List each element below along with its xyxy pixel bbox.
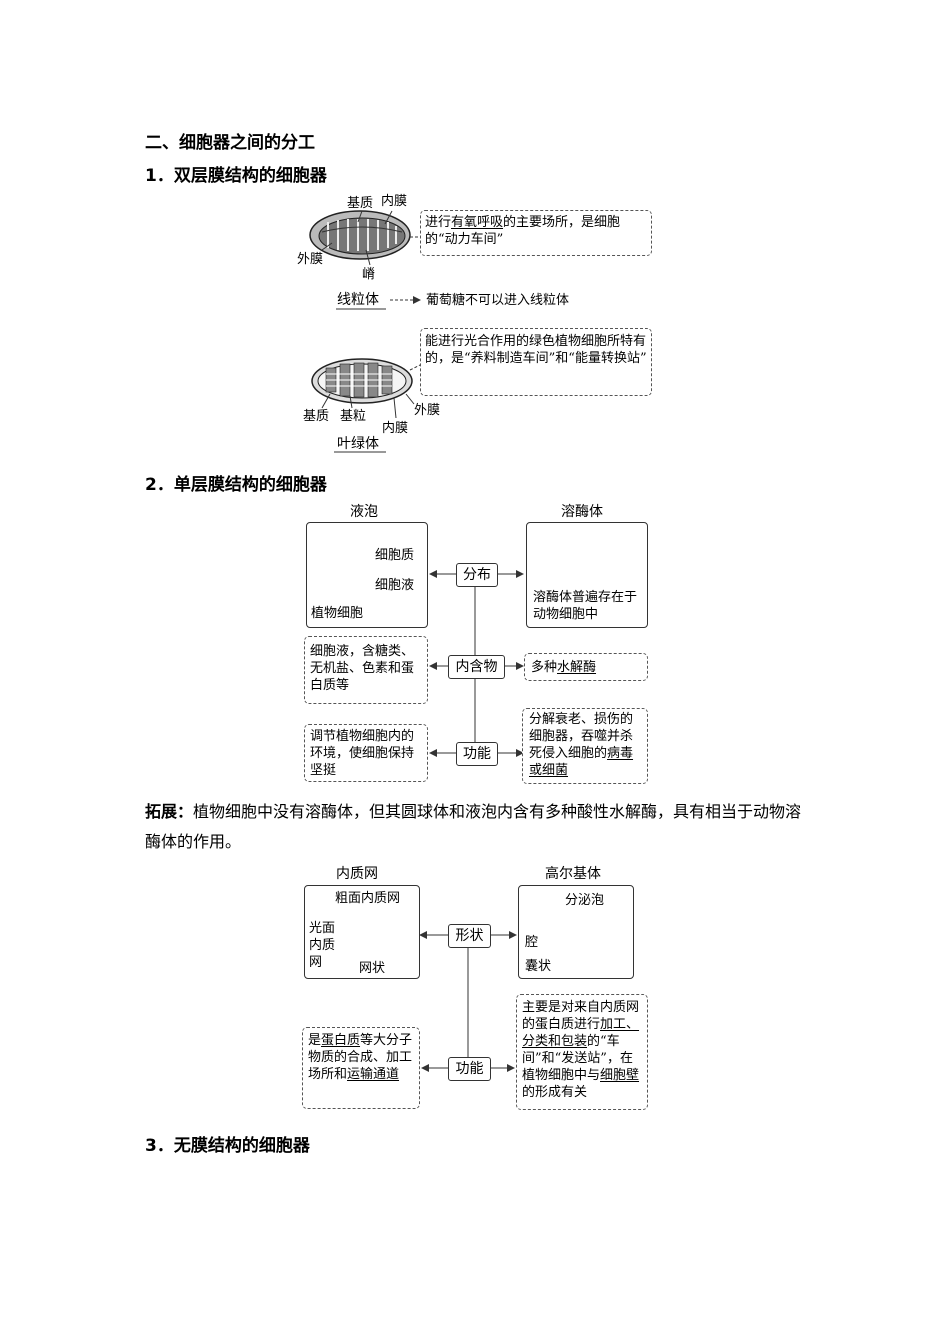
er-func-underlined-1: 蛋白质 [321,1033,361,1048]
vac-cell-label: 植物细胞 [311,606,364,621]
golgi-vesicle-label: 分泌泡 [565,893,605,908]
mito-desc-1: 进行 [425,215,452,230]
vacuole-panel: 细胞质 细胞液 植物细胞 [306,522,428,628]
chloro-outer-label: 外膜 [414,403,441,418]
mito-cristae-label: 嵴 [362,267,376,282]
mitochondrion-illustration [309,210,411,260]
golgi-func-underlined-2: 细胞壁 [600,1068,640,1083]
lyso-contents-underlined: 水解酶 [557,660,597,675]
chloroplast-illustration [311,358,413,404]
er-rough-label: 粗面内质网 [335,891,401,906]
label-xingzhuang: 形状 [448,924,491,948]
mito-desc-2: 的主要场所，是细胞的“动力车间” [425,215,621,247]
chloro-function-box: 能进行光合作用的绿色植物细胞所特有的，是“养料制造车间”和“能量转换站” [420,328,652,396]
chloro-name: 叶绿体 [337,436,379,452]
mito-note: 葡萄糖不可以进入线粒体 [426,293,570,308]
golgi-func-1: 主要是对来自内质网的蛋白质进行 [522,1000,640,1032]
er-function-box: 是蛋白质等大分子物质的合成、加工场所和运输通道 [302,1027,420,1109]
golgi-func-underlined-1: 加工、分类和包装 [522,1017,640,1049]
golgi-cavity-label: 腔 [525,935,539,950]
lyso-func-underlined: 病毒或细菌 [529,746,634,778]
section-2-heading: 2．单层膜结构的细胞器 [145,475,327,495]
extension-lead: 拓展： [145,802,194,821]
mito-outer-label: 外膜 [297,252,324,267]
lysosome-panel: 溶酶体普遍存在于动物细胞中 [526,522,648,628]
vacuole-title: 液泡 [350,504,378,520]
lyso-func-1: 分解衰老、损伤的细胞器，吞噬并杀死侵入细胞的 [529,712,634,761]
golgi-func-3: 的形成有关 [522,1085,588,1100]
vac-function-box: 调节植物细胞内的环境，使细胞保持坚挺 [304,724,428,782]
er-net-label: 网状 [359,961,386,976]
vac-sap-label: 细胞液 [375,578,415,593]
mito-desc-underlined: 有氧呼吸 [451,215,504,230]
label-fenbu: 分布 [456,563,498,587]
er-func-1: 是 [308,1033,322,1048]
mito-matrix-label: 基质 [347,196,374,211]
lyso-contents-box: 多种水解酶 [524,653,648,681]
label-neihanwu: 内含物 [448,655,505,679]
section-3-heading: 3．无膜结构的细胞器 [145,1136,310,1156]
page-heading: 二、细胞器之间的分工 [145,133,315,153]
golgi-function-box: 主要是对来自内质网的蛋白质进行加工、分类和包装的“车间”和“发送站”，在植物细胞… [516,994,648,1110]
mito-name: 线粒体 [337,292,379,308]
lyso-contents-1: 多种 [531,660,558,675]
er-smooth-label: 光面内质网 [309,921,336,970]
vac-cytoplasm-label: 细胞质 [375,548,415,563]
lysosome-title: 溶酶体 [561,504,603,520]
extension-paragraph: 拓展：植物细胞中没有溶酶体，但其圆球体和液泡内含有多种酸性水解酶，具有相当于动物… [145,797,810,857]
er-func-underlined-2: 运输通道 [347,1067,400,1082]
label-gongneng-2: 功能 [448,1057,491,1081]
chloro-grana-label: 基粒 [340,409,367,424]
extension-text: 植物细胞中没有溶酶体，但其圆球体和液泡内含有多种酸性水解酶，具有相当于动物溶酶体… [145,802,802,851]
chloro-inner-label: 内膜 [382,421,409,436]
golgi-panel: 分泌泡 腔 囊状 [518,885,634,979]
mito-function-box: 进行有氧呼吸的主要场所，是细胞的“动力车间” [420,210,652,256]
er-title: 内质网 [336,866,378,882]
label-gongneng: 功能 [456,742,498,766]
golgi-title: 高尔基体 [545,866,601,882]
golgi-func-2: 的“车间”和“发送站”，在植物细胞中与 [522,1034,633,1083]
mito-inner-label: 内膜 [381,194,408,209]
er-panel: 粗面内质网 光面内质网 网状 [304,885,420,979]
lyso-function-box: 分解衰老、损伤的细胞器，吞噬并杀死侵入细胞的病毒或细菌 [522,708,648,784]
section-1-heading: 1．双层膜结构的细胞器 [145,166,327,186]
lyso-distribution: 溶酶体普遍存在于动物细胞中 [533,590,638,622]
golgi-sac-label: 囊状 [525,959,552,974]
chloro-stroma-label: 基质 [303,409,330,424]
er-func-2: 等大分子物质的合成、加工场所和 [308,1033,413,1082]
vac-contents-box: 细胞液，含糖类、无机盐、色素和蛋白质等 [304,636,428,704]
